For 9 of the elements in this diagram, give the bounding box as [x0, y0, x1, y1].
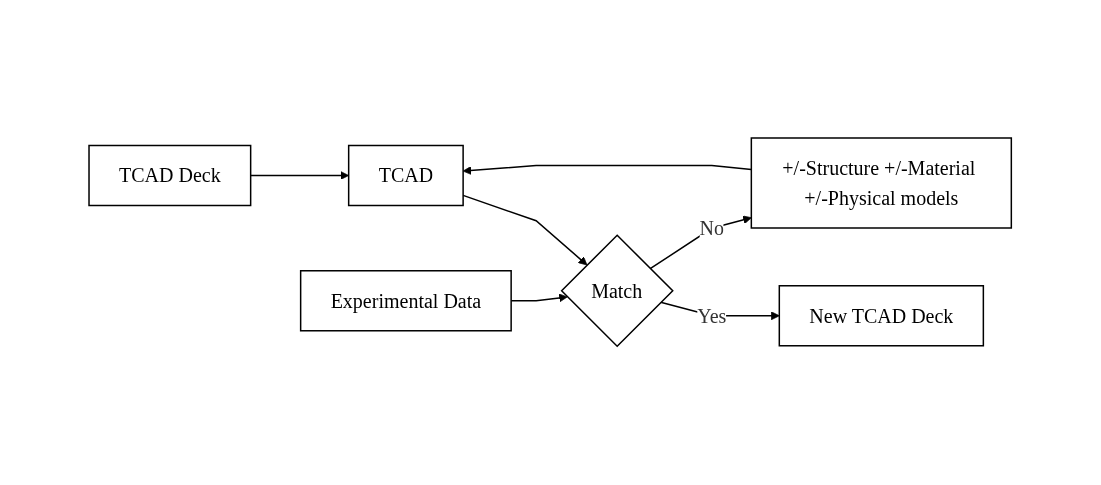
arrow — [250, 171, 350, 181]
edge-label: Yes — [697, 305, 727, 328]
node-box: Experimental Data — [300, 270, 513, 332]
node-box: New TCAD Deck — [778, 285, 985, 347]
node-box: TCAD — [348, 145, 465, 207]
node-diamond: Match — [560, 234, 675, 348]
node-box: +/-Structure +/-Material +/-Physical models — [750, 137, 1013, 230]
edge-label: No — [699, 217, 725, 240]
node-box: TCAD Deck — [88, 145, 252, 207]
